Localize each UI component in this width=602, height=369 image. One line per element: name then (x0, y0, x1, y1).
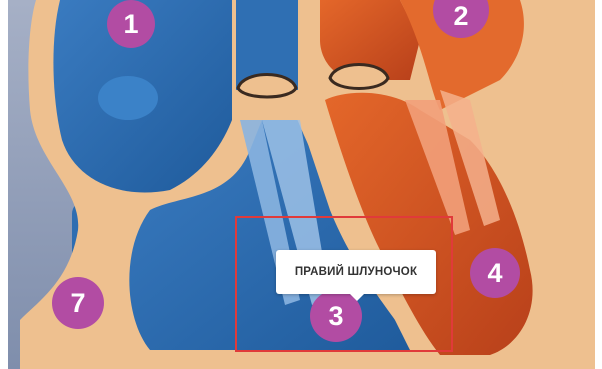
chamber-marker-7[interactable]: 7 (52, 277, 104, 329)
pulmonary-valve (238, 75, 296, 98)
marker-number: 3 (328, 301, 343, 332)
marker-number: 4 (487, 258, 502, 289)
marker-number: 7 (70, 288, 85, 319)
chamber-tooltip: ПРАВИЙ ШЛУНОЧОК (276, 250, 436, 294)
marker-number: 1 (123, 9, 138, 40)
tooltip-text: ПРАВИЙ ШЛУНОЧОК (295, 266, 417, 278)
coronary-sinus-opening (98, 76, 158, 120)
chamber-marker-4[interactable]: 4 (470, 248, 520, 298)
chamber-marker-1[interactable]: 1 (107, 0, 155, 48)
aortic-valve (330, 65, 388, 89)
marker-number: 2 (453, 1, 468, 32)
tooltip-arrow (350, 294, 364, 301)
